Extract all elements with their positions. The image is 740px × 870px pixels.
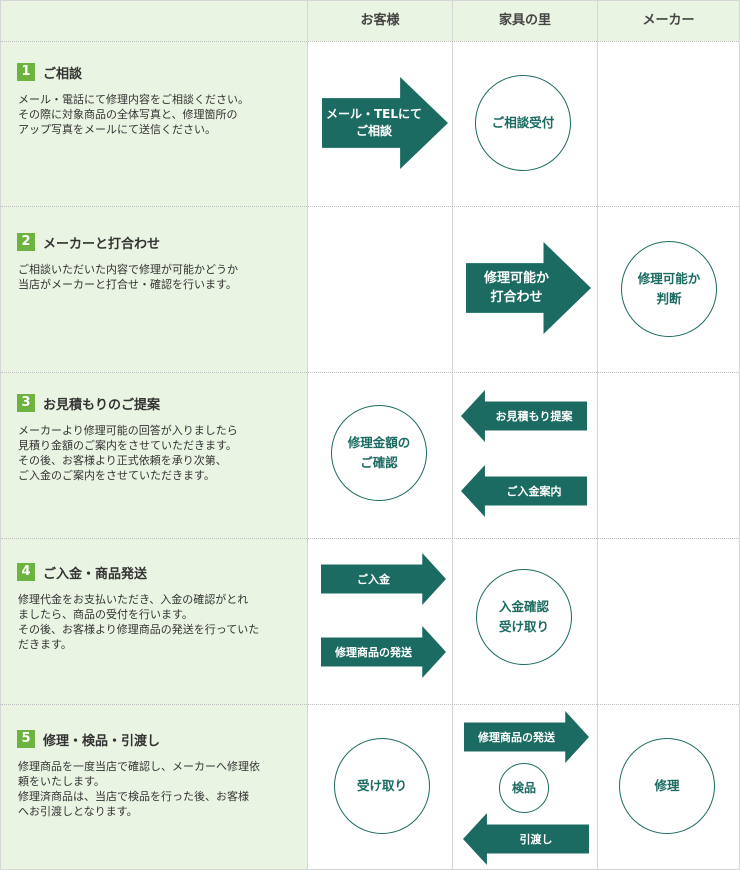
step-description: メール・電話にて修理内容をご相談ください。 その際に対象商品の全体写真と、修理箇…: [18, 93, 249, 136]
circle-repair-judgment: 修理可能か 判断: [621, 241, 717, 337]
column-header-store: 家具の里: [498, 13, 551, 28]
arrow-payment-info: ご入金案内: [461, 465, 587, 517]
column-header-customer: お客様: [360, 13, 400, 28]
column-divider: [597, 1, 598, 869]
row-divider: [1, 372, 739, 373]
row-divider: [1, 704, 739, 705]
step-title: ご入金・商品発送: [43, 566, 148, 582]
step-number-badge: 5: [17, 730, 35, 748]
step-title: お見積もりのご提案: [43, 397, 161, 413]
step-2: 2 メーカーと打合わせ ご相談いただいた内容で修理が可能かどうか 当店がメーカー…: [17, 232, 299, 292]
step-title: メーカーと打合わせ: [43, 236, 161, 252]
step-description-column: [1, 1, 307, 869]
step-1: 1 ご相談 メール・電話にて修理内容をご相談ください。 その際に対象商品の全体写…: [17, 62, 299, 137]
circle-receive-item: 受け取り: [334, 738, 430, 834]
row-divider: [1, 206, 739, 207]
step-number-badge: 3: [17, 394, 35, 412]
step-description: 修理代金をお支払いただき、入金の確認がとれ ましたら、商品の受付を行います。 そ…: [18, 593, 260, 651]
column-header-maker: メーカー: [642, 13, 695, 28]
step-description: 修理商品を一度当店で確認し、メーカーへ修理依 頼をいたします。 修理済商品は、当…: [18, 760, 260, 818]
row-divider: [1, 41, 739, 42]
arrow-estimate-proposal: お見積もり提案: [461, 390, 587, 442]
arrow-ship-to-maker: 修理商品の発送: [464, 711, 589, 763]
row-divider: [1, 538, 739, 539]
step-title: ご相談: [43, 66, 83, 82]
step-title: 修理・検品・引渡し: [43, 733, 161, 749]
circle-confirm-price: 修理金額の ご確認: [331, 405, 427, 501]
circle-payment-received: 入金確認 受け取り: [476, 569, 572, 665]
step-number-badge: 1: [17, 63, 35, 81]
circle-consult-received: ご相談受付: [475, 75, 571, 171]
arrow-discuss-repair: 修理可能か 打合わせ: [466, 242, 591, 334]
step-5: 5 修理・検品・引渡し 修理商品を一度当店で確認し、メーカーへ修理依 頼をいたし…: [17, 729, 299, 819]
arrow-handover: 引渡し: [463, 813, 589, 865]
step-number-badge: 4: [17, 563, 35, 581]
circle-repair: 修理: [619, 738, 715, 834]
step-description: ご相談いただいた内容で修理が可能かどうか 当店がメーカーと打合せ・確認を行います…: [18, 263, 238, 291]
step-3: 3 お見積もりのご提案 メーカーより修理可能の回答が入りましたら 見積り金額のご…: [17, 393, 299, 483]
step-4: 4 ご入金・商品発送 修理代金をお支払いただき、入金の確認がとれ ましたら、商品…: [17, 562, 299, 652]
arrow-payment: ご入金: [321, 553, 446, 605]
arrow-ship-item: 修理商品の発送: [321, 626, 446, 678]
step-description: メーカーより修理可能の回答が入りましたら 見積り金額のご案内をさせていただきます…: [18, 424, 238, 482]
circle-inspection: 検品: [499, 763, 549, 813]
arrow-consult: メール・TELにて ご相談: [322, 77, 448, 169]
step-number-badge: 2: [17, 233, 35, 251]
table-header: お客様 家具の里 メーカー: [1, 1, 739, 41]
column-divider: [307, 1, 308, 869]
column-divider: [452, 1, 453, 869]
